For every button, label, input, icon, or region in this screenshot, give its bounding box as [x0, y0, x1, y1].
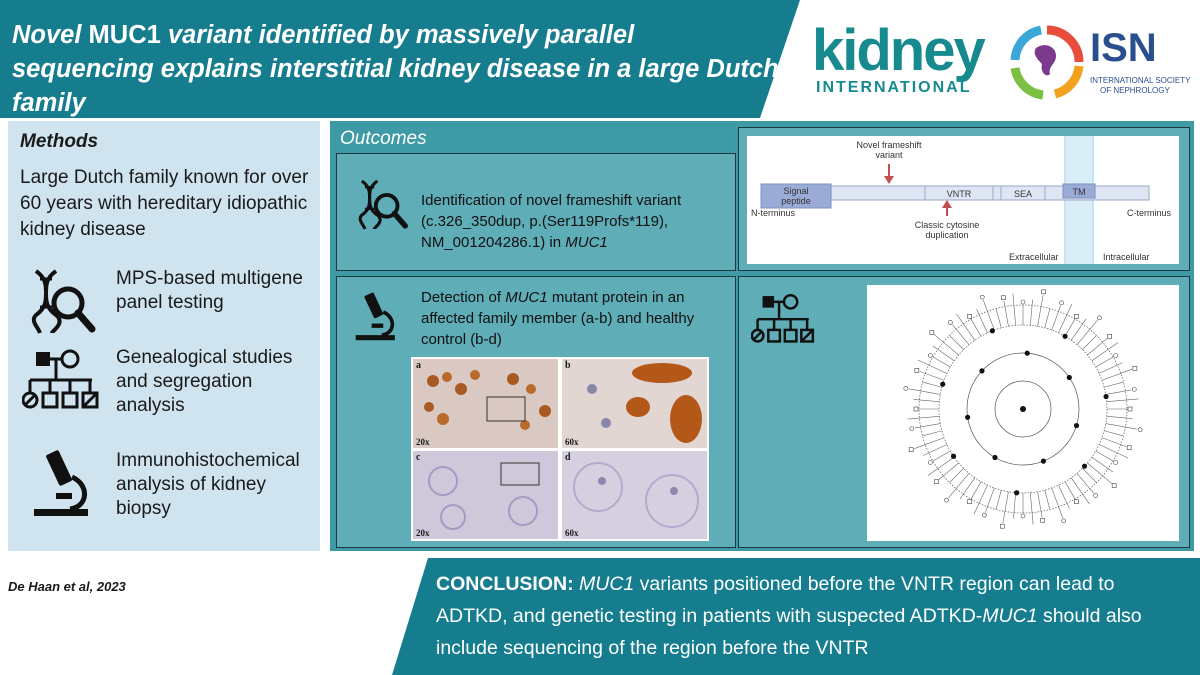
muc1-protein-diagram: Novel frameshift variant Signal peptide …	[751, 136, 1172, 264]
label-c-terminus: C-terminus	[1127, 208, 1172, 218]
conclusion-text: CONCLUSION: MUC1 variants positioned bef…	[436, 568, 1186, 664]
conclusion-gene-2: MUC1	[982, 605, 1038, 627]
micrograph-a: a 20x	[413, 359, 558, 448]
label-novel-1: Novel frameshift	[856, 140, 922, 150]
circular-pedigree	[903, 289, 1143, 529]
method-item-genealogy: Genealogical studies and segregation ana…	[8, 346, 320, 436]
kidney-international-logo: kidney INTERNATIONAL	[812, 18, 992, 100]
outcome-panel-schematic: Novel frameshift variant Signal peptide …	[738, 127, 1190, 271]
label-classic-1: Classic cytosine	[915, 220, 980, 230]
journal-logo-sub: INTERNATIONAL	[816, 79, 972, 96]
micrograph-c-label: c	[416, 452, 421, 463]
outcomes-title: Outcomes	[340, 128, 427, 149]
page-title: Novel MUC1 variant identified by massive…	[12, 18, 782, 118]
conclusion-gene-1: MUC1	[579, 573, 635, 595]
micrograph-b-label: b	[565, 360, 571, 371]
conclusion-text-1: variants positioned before the VNTR regi…	[436, 573, 1115, 627]
micrograph-a-stain	[424, 370, 551, 430]
conclusion-text-2: should also include sequencing of the re…	[436, 605, 1142, 659]
micrograph-c-stain	[428, 462, 540, 530]
ihc-text-gene: MUC1	[505, 289, 548, 306]
variant-text-gene: MUC1	[565, 234, 608, 251]
micrograph-b-stain	[587, 363, 702, 443]
outcome-panel-pedigree	[738, 276, 1190, 548]
label-novel-2: variant	[875, 150, 903, 160]
variant-text-body: Identification of novel frameshift varia…	[421, 192, 682, 251]
citation: De Haan et al, 2023	[8, 579, 126, 594]
micrograph-a-mag: 20x	[416, 437, 430, 447]
muc1-schematic: Novel frameshift variant Signal peptide …	[747, 136, 1179, 264]
title-banner: Novel MUC1 variant identified by massive…	[0, 0, 800, 118]
methods-panel: Methods Large Dutch family known for ove…	[8, 121, 320, 551]
method-text-mps: MPS-based multigene panel testing	[116, 268, 303, 313]
micrograph-d-stain	[573, 462, 699, 528]
isn-acronym: ISN	[1090, 26, 1157, 70]
micrograph-a-label: a	[416, 360, 421, 371]
method-item-ihc: Immunohistochemical analysis of kidney b…	[8, 449, 320, 539]
pedigree-icon	[22, 349, 99, 409]
title-gene: MUC1	[88, 21, 161, 49]
micrograph-b: b 60x	[562, 359, 707, 448]
micrograph-c: c 20x	[413, 451, 558, 539]
label-extracellular: Extracellular	[1009, 252, 1059, 262]
label-signal-1: Signal	[783, 186, 808, 196]
dna-magnifier-icon	[31, 269, 96, 334]
dna-magnifier-icon	[358, 179, 408, 230]
isn-globe-icon	[1010, 25, 1084, 100]
label-vntr: VNTR	[947, 189, 972, 199]
micrograph-c-mag: 20x	[416, 528, 430, 538]
isn-full-name: INTERNATIONAL SOCIETY OF NEPHROLOGY	[1090, 76, 1190, 96]
micrograph-d: d 60x	[562, 451, 707, 539]
micrograph-grid: a 20x b 60x c	[411, 357, 709, 541]
ihc-text: Detection of MUC1 mutant protein in an a…	[421, 287, 721, 350]
label-signal-2: peptide	[781, 196, 811, 206]
method-text-ihc: Immunohistochemical analysis of kidney b…	[116, 450, 300, 519]
isn-line-2: OF NEPHROLOGY	[1100, 86, 1170, 95]
isn-logo: ISN INTERNATIONAL SOCIETY OF NEPHROLOGY	[1010, 22, 1195, 112]
pedigree-icon	[751, 294, 815, 343]
methods-description: Large Dutch family known for over 60 yea…	[20, 167, 309, 240]
methods-title: Methods	[20, 131, 99, 152]
label-tm: TM	[1073, 187, 1086, 197]
micrograph-b-mag: 60x	[565, 437, 579, 447]
label-intracellular: Intracellular	[1103, 252, 1150, 262]
conclusion-banner: CONCLUSION: MUC1 variants positioned bef…	[392, 558, 1200, 675]
title-part-1: Novel	[12, 21, 89, 49]
ihc-text-before: Detection of	[421, 289, 506, 306]
circular-pedigree-figure	[867, 285, 1179, 541]
outcome-panel-variant: Identification of novel frameshift varia…	[336, 153, 736, 271]
method-item-mps: MPS-based multigene panel testing	[8, 267, 320, 357]
label-sea: SEA	[1014, 189, 1032, 199]
microscope-icon	[34, 450, 88, 516]
outcomes-panel: Outcomes Identification of novel framesh…	[330, 121, 1194, 551]
conclusion-label: CONCLUSION:	[436, 573, 574, 595]
title-part-2: variant identified by massively parallel…	[12, 21, 779, 117]
label-n-terminus: N-terminus	[751, 208, 796, 218]
microscope-icon	[355, 292, 395, 341]
method-text-genealogy: Genealogical studies and segregation ana…	[116, 347, 293, 416]
micrograph-d-label: d	[565, 452, 571, 463]
micrograph-d-mag: 60x	[565, 528, 579, 538]
variant-text: Identification of novel frameshift varia…	[421, 190, 721, 253]
journal-logo-word: kidney	[812, 18, 986, 83]
ihc-text-after: mutant protein in an affected family mem…	[421, 289, 695, 348]
isn-line-1: INTERNATIONAL SOCIETY	[1090, 76, 1191, 85]
outcome-panel-ihc: Detection of MUC1 mutant protein in an a…	[336, 276, 736, 548]
label-classic-2: duplication	[925, 230, 968, 240]
